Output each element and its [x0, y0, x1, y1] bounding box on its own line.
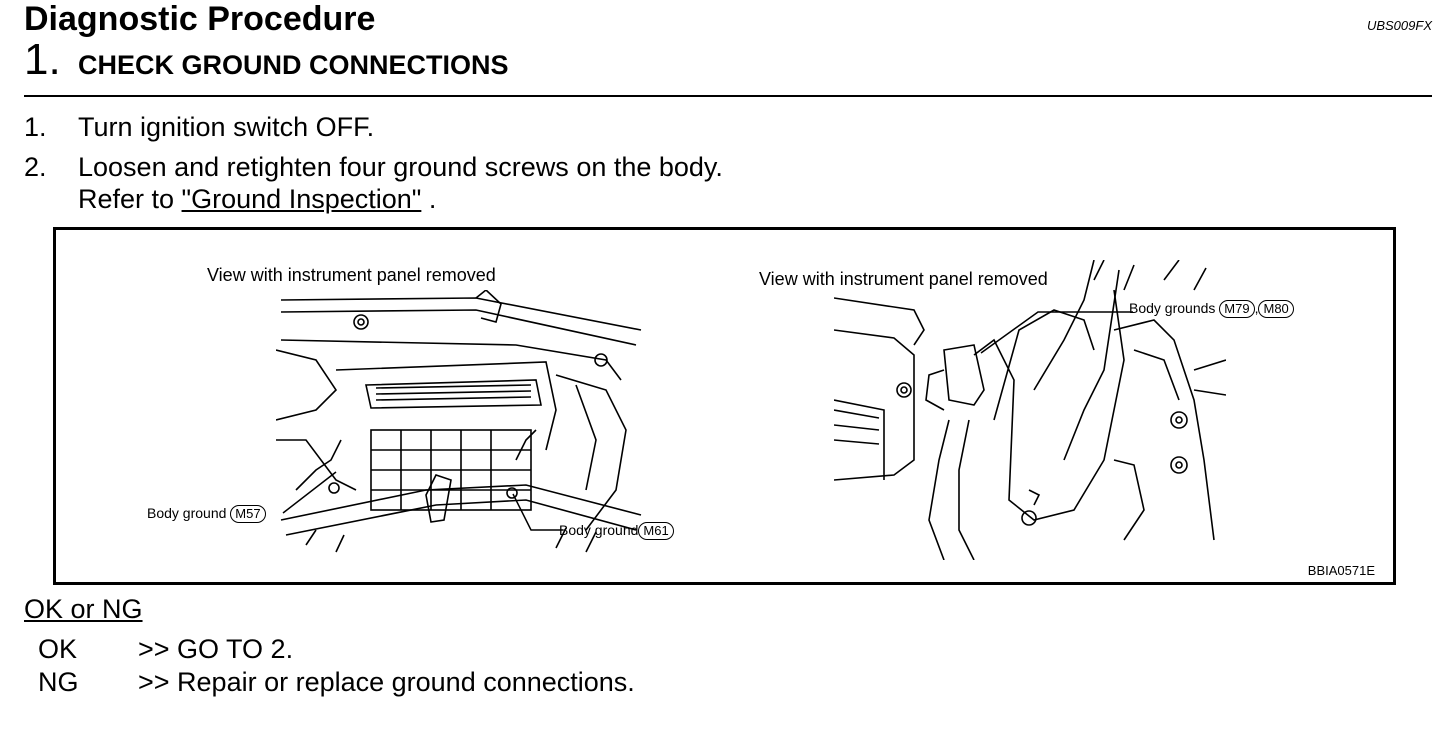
figure-code: BBIA0571E [1307, 563, 1375, 578]
connector-badge: M79 [1219, 300, 1255, 318]
leader-line-m57 [282, 471, 337, 514]
result-action[interactable]: >> GO TO 2. [138, 634, 294, 664]
result-heading: OK or NG [24, 594, 143, 624]
right-illustration [834, 260, 1226, 560]
instruction-number: 1. [24, 112, 47, 142]
result-action: >> Repair or replace ground connections. [138, 667, 635, 697]
connector-badge: M61 [638, 522, 674, 540]
right-callout-m79-m80: Body grounds M79,M80 [1129, 300, 1294, 318]
connector-badge: M57 [230, 505, 266, 523]
page-title: Diagnostic Procedure [24, 0, 376, 38]
right-view-label: View with instrument panel removed [759, 269, 1048, 289]
refer-line: Refer to "Ground Inspection" . [78, 183, 436, 215]
callout-label: Body ground [559, 522, 639, 538]
result-key: OK [38, 634, 78, 664]
callout-label: Body grounds [1129, 300, 1216, 316]
result-key: NG [38, 667, 79, 697]
instruction-item-1: 1. Turn ignition switch OFF. [24, 111, 374, 143]
left-illustration [276, 290, 642, 553]
step-title: CHECK GROUND CONNECTIONS [78, 50, 509, 80]
leader-line-m61 [512, 493, 563, 531]
instruction-text: Loosen and retighten four ground screws … [78, 152, 723, 182]
connector-badge: M80 [1258, 300, 1294, 318]
result-item-ok: OK >> GO TO 2. [38, 633, 293, 665]
ground-inspection-link[interactable]: "Ground Inspection" [181, 184, 422, 214]
callout-separator: , [1254, 300, 1259, 316]
instruction-text: Turn ignition switch OFF. [78, 112, 375, 142]
document-id: UBS009FX [1366, 18, 1432, 33]
step-number: 1. [24, 35, 61, 84]
left-view-label: View with instrument panel removed [207, 265, 496, 285]
ground-location-figure: View with instrument panel removed View … [53, 227, 1396, 585]
refer-suffix: . [421, 184, 437, 214]
header-divider [24, 95, 1432, 97]
left-callout-m57: Body ground M57 [147, 505, 266, 523]
leader-line-right [980, 311, 1133, 354]
result-item-ng: NG >> Repair or replace ground connection… [38, 666, 635, 698]
instruction-number: 2. [24, 152, 47, 182]
instruction-item-2: 2. Loosen and retighten four ground screw… [24, 151, 723, 183]
refer-prefix: Refer to [78, 184, 182, 214]
callout-label: Body ground [147, 505, 227, 521]
